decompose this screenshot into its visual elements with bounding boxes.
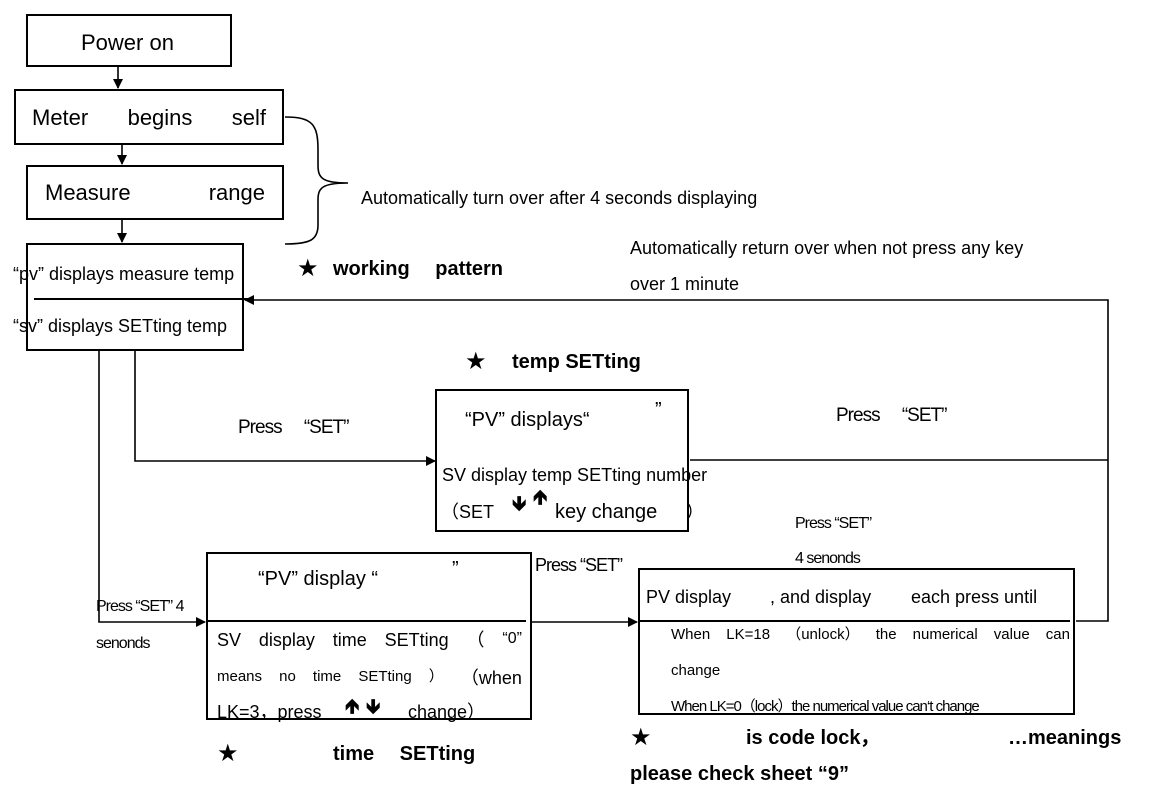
self-check-word-1: Meter (32, 105, 89, 130)
code-lock-ellipsis: …meanings (1008, 727, 1122, 749)
lock-unlock-word-6: value (993, 626, 1030, 643)
time-sv-word-1: SV (217, 630, 242, 650)
time-means-word-4: SETting (358, 668, 412, 685)
lock-unlock-word-3: （unlock） (786, 626, 860, 643)
press-set-4s-label-b: 4 senonds (795, 550, 861, 567)
auto-return-note-1: Automatically return over when not press… (630, 238, 1024, 258)
time-sv-line: SV display time SETting （ “0” (217, 630, 522, 650)
time-means-word-3: time (312, 668, 342, 685)
lock-unlock-word-4: the (875, 626, 897, 643)
lock-unlock-word-1: When (671, 626, 711, 643)
temp-pv-close-quote: ” (655, 399, 662, 421)
time-sv-word-2: display (258, 630, 315, 650)
press-set-label-2: Press “SET” (836, 405, 947, 426)
time-sv-word-4: SETting (384, 630, 449, 650)
power-on-label: Power on (81, 30, 174, 55)
measure-range-word-1: Measure (45, 180, 131, 205)
down-arrow-icon: 🡻 (512, 493, 527, 515)
temp-setting-heading: temp SETting (512, 351, 641, 373)
press-set-left-label-b: senonds (96, 635, 150, 652)
time-setting-heading: time SETting (333, 743, 476, 765)
self-check-label: Meter begins self (32, 107, 266, 129)
working-pattern-heading: working pattern (333, 258, 504, 280)
lock-unlock-word-7: can (1045, 626, 1070, 643)
brace-auto-turn (284, 116, 349, 245)
lock-press-part: each press until (911, 587, 1038, 607)
press-set-4s-label-a: Press “SET” (795, 515, 872, 532)
up-arrow-icon: 🡹 (533, 487, 548, 509)
lock-unlock-line: When LK=18 （unlock） the numerical value … (671, 627, 1070, 642)
time-up-arrow-icon: 🡹 (345, 696, 360, 718)
working-pattern-box (26, 243, 244, 351)
temp-pv-line: “PV” displays“ (465, 409, 590, 431)
press-set-label-3: Press “SET” (535, 555, 623, 575)
time-sv-word-6: “0” (502, 630, 522, 647)
working-divider (34, 298, 248, 300)
self-check-word-2: begins (127, 105, 193, 130)
time-means-line: means no time SETting ） （when (217, 669, 522, 687)
time-down-arrow-icon: 🡻 (366, 696, 381, 718)
time-sv-word-3: time (332, 630, 367, 650)
lock-pv-line: PV display (646, 587, 732, 607)
time-means-word-1: means (217, 668, 263, 685)
lock-unlock-word-5: numerical (912, 626, 978, 643)
temp-key-open: （SET (441, 502, 495, 522)
working-sv-line: “sv” displays SETting temp (13, 316, 228, 336)
temp-star-icon: ★ (465, 348, 487, 375)
arrow-working-to-time (98, 350, 206, 627)
temp-key-close: ） (686, 502, 704, 522)
time-means-word-2: no (279, 668, 296, 685)
working-pv-line: “pv” displays measure temp (13, 264, 235, 284)
power-on-box (26, 14, 232, 67)
measure-range-word-2: range (208, 180, 265, 205)
code-lock-box (638, 568, 1075, 715)
code-lock-line-2: please check sheet “9” (630, 763, 850, 785)
time-star-icon: ★ (217, 740, 239, 767)
temp-key-label: key change (555, 501, 658, 523)
self-check-word-3: self (231, 105, 266, 130)
lock-star-icon: ★ (630, 724, 652, 751)
time-change-label: change） (408, 702, 486, 722)
lock-lock-line: When LK=0（lock）the numerical value can‘t… (671, 698, 980, 715)
arrow-working-to-temp (134, 350, 436, 466)
time-setting-box (206, 552, 532, 720)
auto-turn-note: Automatically turn over after 4 seconds … (361, 188, 758, 208)
time-means-word-5: ） (428, 668, 444, 685)
working-star-icon: ★ (297, 255, 319, 282)
self-check-box (14, 89, 284, 145)
temp-setting-box (435, 389, 689, 532)
auto-return-note-2: over 1 minute (630, 274, 740, 294)
measure-range-label: Measure range (45, 182, 265, 204)
time-pv-close-quote: ” (452, 558, 459, 580)
press-set-left-label-a: Press “SET” 4 (96, 598, 184, 615)
temp-sv-line: SV display temp SETting number (442, 465, 708, 485)
time-sv-word-5: （ (466, 630, 485, 650)
lock-change-word: change (671, 662, 721, 679)
lock-display-part: , and display (770, 587, 872, 607)
time-divider (206, 620, 526, 622)
code-lock-heading: is code lock， (746, 727, 881, 749)
time-means-word-6: （when (460, 668, 522, 688)
lock-divider (638, 620, 1070, 622)
time-lk-line: LK=3，press (217, 702, 322, 722)
press-set-label-1: Press “SET” (238, 417, 349, 438)
lock-unlock-word-2: LK=18 (726, 626, 771, 643)
measure-range-box (26, 165, 284, 220)
time-pv-line: “PV” display “ (258, 568, 379, 590)
